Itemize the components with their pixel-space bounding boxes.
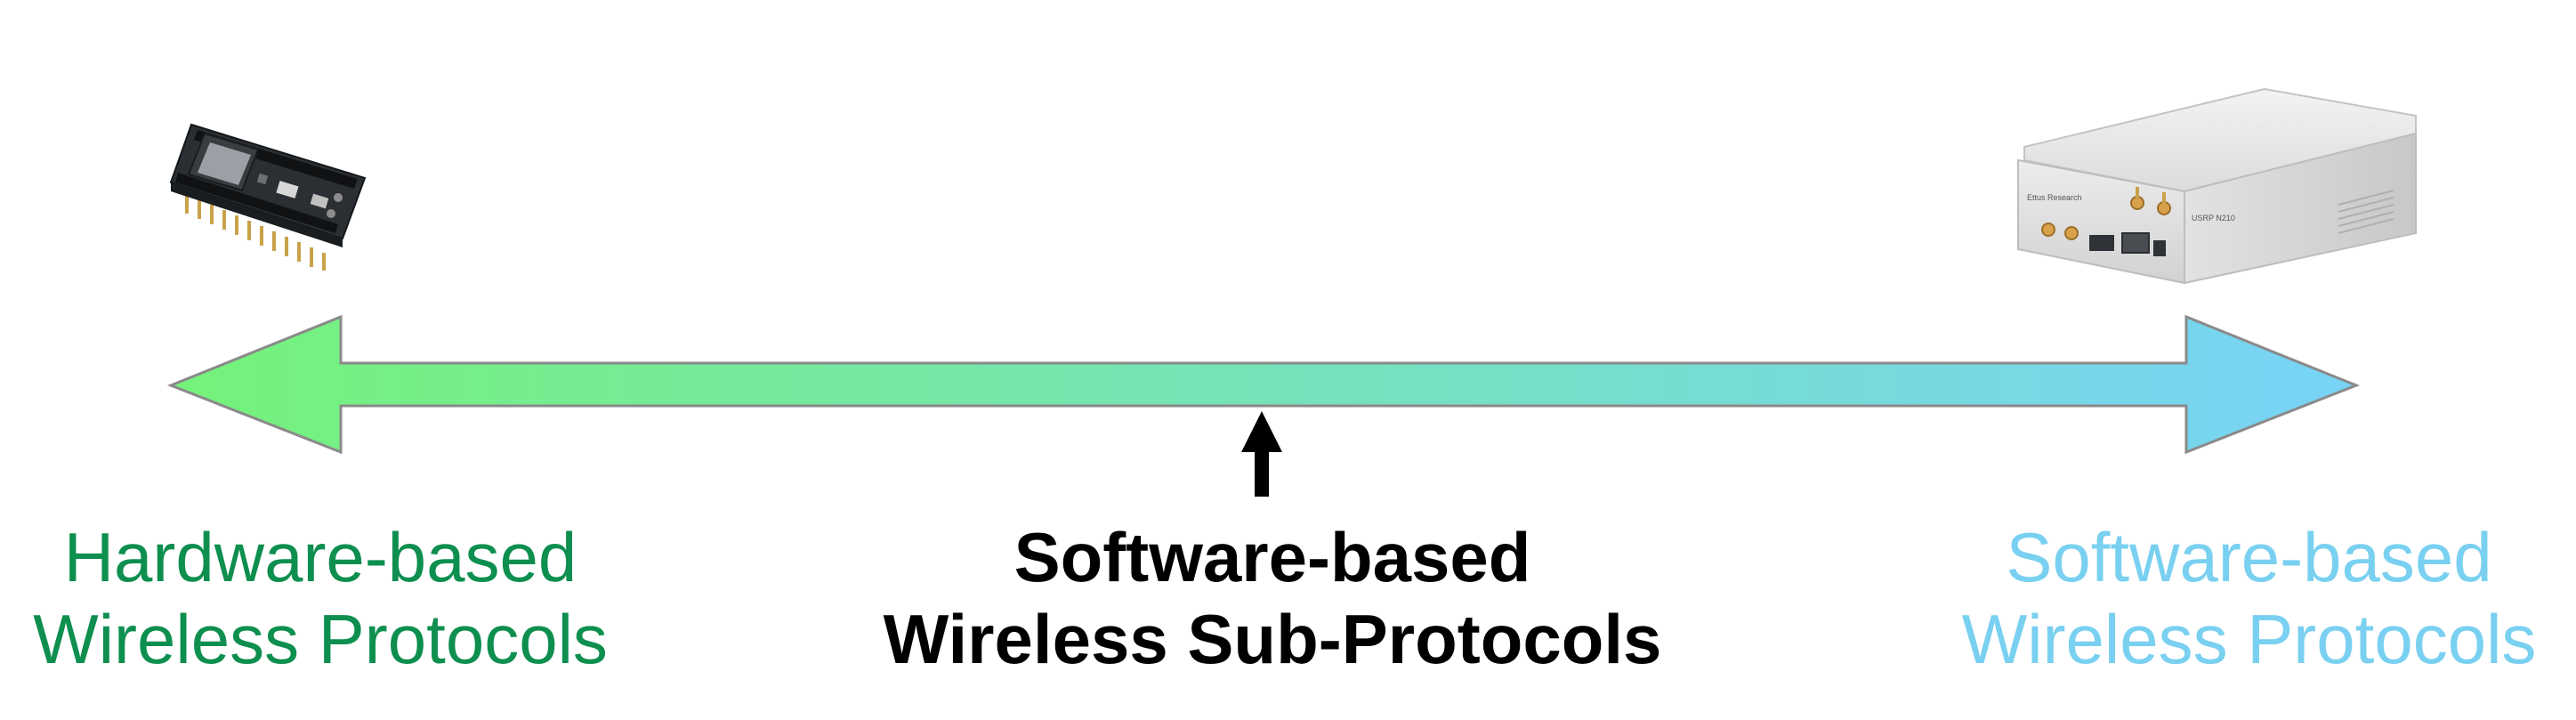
position-pointer-arrow [1241,411,1282,497]
label-center-line1: Software-based [1013,518,1531,596]
label-software-sub-protocols: Software-based Wireless Sub-Protocols [828,516,1717,680]
label-software-based: Software-based Wireless Protocols [1922,516,2576,680]
label-right-line1: Software-based [2006,518,2492,596]
label-left-line2: Wireless Protocols [33,600,608,678]
label-right-line2: Wireless Protocols [1961,600,2537,678]
label-hardware-based: Hardware-based Wireless Protocols [0,516,641,680]
spectrum-double-arrow [166,314,2361,455]
sdr-brand-text: Ettus Research [2027,193,2082,202]
sdr-radio-box-icon: Ettus Research USRP N210 [2017,87,2417,285]
label-center-line2: Wireless Sub-Protocols [883,600,1662,678]
sdr-model-text: USRP N210 [2192,214,2235,222]
label-left-line1: Hardware-based [63,518,577,596]
microcontroller-board-icon [169,123,367,271]
